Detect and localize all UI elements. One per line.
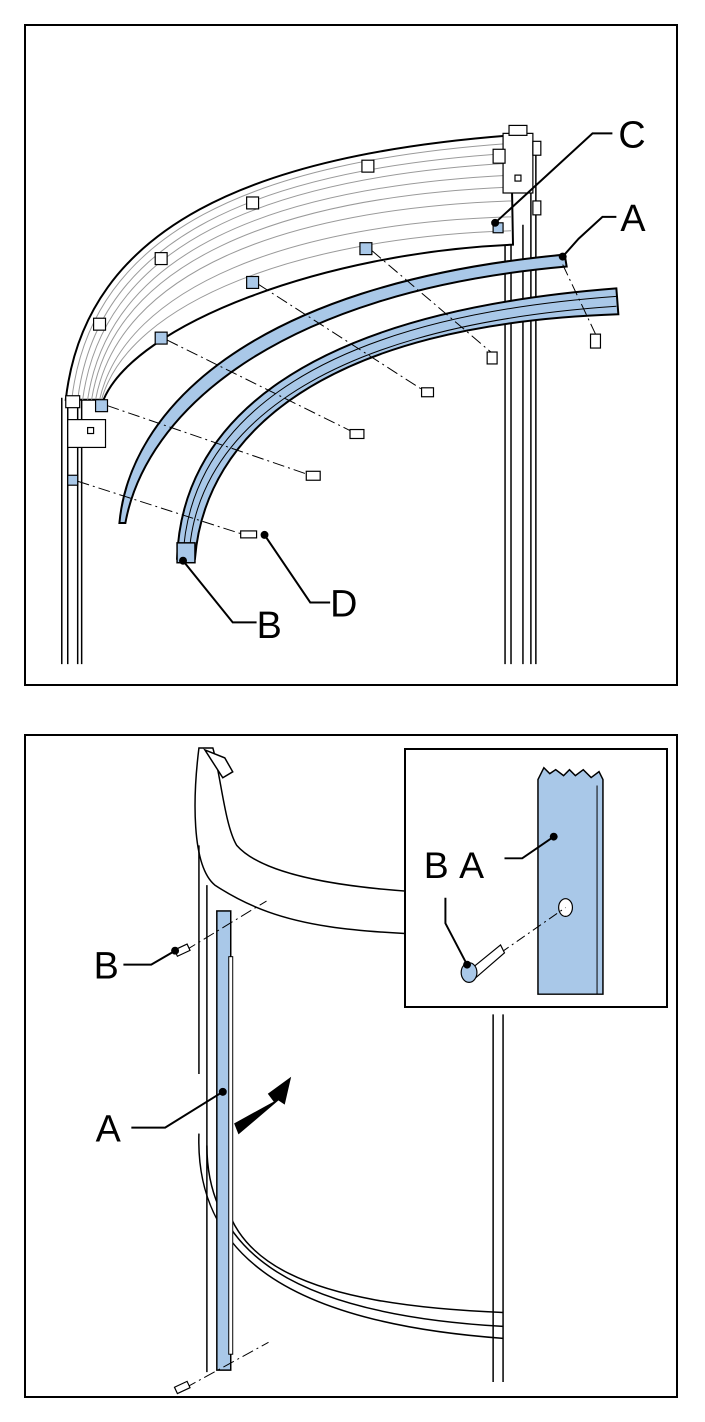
inset-part-a-profile xyxy=(537,766,604,995)
assembly-step-1-panel: C A B D xyxy=(24,24,678,686)
assembly-lines xyxy=(77,250,597,536)
top-right-bracket xyxy=(492,124,542,216)
callout-c: C xyxy=(618,114,645,156)
curved-top-guide xyxy=(64,134,515,401)
cylinder-left-edge xyxy=(198,845,208,1373)
assembly-step-2-panel: B A B A xyxy=(24,734,678,1398)
part-b-curved-profile xyxy=(176,287,620,560)
guide-clips xyxy=(92,159,375,331)
push-arrow-icon xyxy=(234,1076,292,1135)
leader-dots-2 xyxy=(171,946,227,1096)
step-1-illustration: C A B D xyxy=(61,114,646,665)
cylinder-right-edge xyxy=(492,1014,504,1383)
cylinder-bottom-band xyxy=(198,1133,504,1340)
screws-2 xyxy=(173,943,191,1395)
screws xyxy=(240,333,602,539)
leader-dots xyxy=(179,218,567,565)
callout-a: A xyxy=(620,198,646,240)
leader-lines-2 xyxy=(123,949,224,1129)
assembly-lines-2 xyxy=(184,900,269,1389)
callout-a-main: A xyxy=(96,1109,122,1151)
callout-b: B xyxy=(257,605,282,647)
part-a-curved-strip xyxy=(118,253,568,524)
detail-inset-illustration: B A xyxy=(424,766,604,995)
step-2-illustration: B A xyxy=(94,747,504,1395)
left-bracket xyxy=(65,395,107,449)
detail-inset: B A xyxy=(404,748,668,1008)
guide-clips-blue xyxy=(67,222,504,486)
leader-lines xyxy=(182,132,617,624)
callout-b-main: B xyxy=(94,946,119,988)
inset-callout-b: B xyxy=(424,844,449,886)
inset-callout-a: A xyxy=(459,844,484,886)
callout-d: D xyxy=(330,583,357,625)
